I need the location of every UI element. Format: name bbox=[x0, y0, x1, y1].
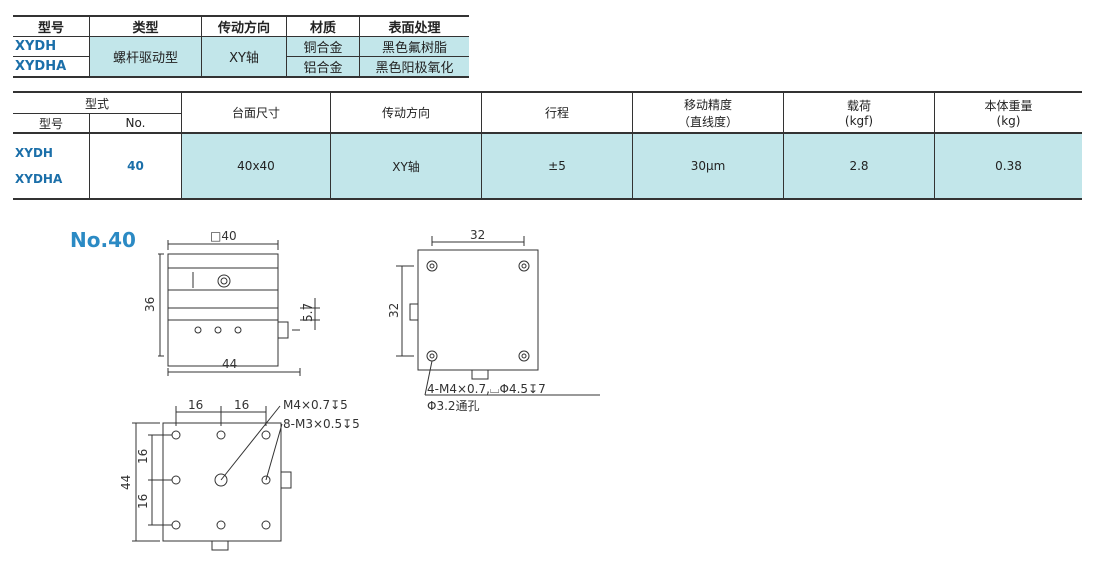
header-load-line1: 载荷 bbox=[846, 99, 871, 113]
side-note-2: Φ3.2通孔 bbox=[427, 399, 480, 413]
plan-note-1: M4×0.7↧5 bbox=[283, 398, 348, 412]
row-no: 40 bbox=[89, 133, 182, 200]
plan-view bbox=[132, 405, 292, 551]
row-size: 40x40 bbox=[181, 133, 331, 200]
subheader-model: 型号 bbox=[13, 113, 90, 134]
side-view bbox=[396, 236, 600, 396]
spec-direction: XY轴 bbox=[201, 36, 287, 78]
row-load: 2.8 bbox=[783, 133, 935, 200]
plan-left-dim-1: 16 bbox=[136, 449, 150, 464]
row-direction: XY轴 bbox=[330, 133, 482, 200]
header-weight-line1: 本体重量 bbox=[984, 99, 1033, 113]
header-size: 台面尺寸 bbox=[181, 91, 331, 134]
spec-type: 螺杆驱动型 bbox=[89, 36, 202, 78]
header-weight-line2: (kg) bbox=[996, 114, 1021, 128]
row-model-1: XYDH bbox=[15, 146, 53, 160]
plan-left-total: 44 bbox=[119, 475, 133, 490]
row-weight: 0.38 bbox=[934, 133, 1082, 200]
spec-finish-2: 黑色阳极氧化 bbox=[359, 56, 469, 78]
plan-note-2: 8-M3×0.5↧5 bbox=[283, 417, 360, 431]
plan-dim-2: 16 bbox=[234, 398, 249, 412]
header-accuracy-line1: 移动精度 bbox=[683, 97, 732, 112]
spec-header-direction: 传动方向 bbox=[201, 15, 287, 37]
row-model-2: XYDHA bbox=[15, 172, 63, 186]
front-view bbox=[158, 240, 320, 376]
header-load: 载荷 (kgf) bbox=[783, 91, 935, 134]
header-load-line2: (kgf) bbox=[844, 114, 874, 128]
header-stroke: 行程 bbox=[481, 91, 633, 134]
spec-model-1: XYDH bbox=[13, 36, 90, 57]
plan-left-dim-2: 16 bbox=[136, 494, 150, 509]
side-dim-left: 32 bbox=[387, 303, 401, 318]
row-models: XYDH XYDHA bbox=[13, 133, 90, 200]
spec-material-2: 铝合金 bbox=[286, 56, 360, 78]
header-direction: 传动方向 bbox=[330, 91, 482, 134]
spec-material-1: 铜合金 bbox=[286, 36, 360, 57]
drawing-title: No.40 bbox=[70, 228, 136, 252]
spec-header-material: 材质 bbox=[286, 15, 360, 37]
row-accuracy: 30μm bbox=[632, 133, 784, 200]
main-table: 型式 台面尺寸 传动方向 行程 移动精度 （直线度） 载荷 (kgf) 本体重量… bbox=[13, 91, 1082, 200]
spec-model-2: XYDHA bbox=[13, 56, 90, 78]
side-dim-top: 32 bbox=[470, 228, 485, 242]
row-stroke: ±5 bbox=[481, 133, 633, 200]
spec-header-type: 类型 bbox=[89, 15, 202, 37]
spec-header-finish: 表面处理 bbox=[359, 15, 469, 37]
front-dim-bottom: 44 bbox=[222, 357, 237, 371]
subheader-no: No. bbox=[89, 113, 182, 134]
header-weight: 本体重量 (kg) bbox=[934, 91, 1082, 134]
header-accuracy-line2: （直线度） bbox=[677, 114, 738, 129]
spec-table: 型号 类型 传动方向 材质 表面处理 XYDH 螺杆驱动型 XY轴 铜合金 黑色… bbox=[13, 15, 469, 78]
front-dim-height: 36 bbox=[143, 297, 157, 312]
plan-dim-1: 16 bbox=[188, 398, 203, 412]
spec-header-model: 型号 bbox=[13, 15, 90, 37]
header-accuracy: 移动精度 （直线度） bbox=[632, 91, 784, 134]
side-note-1: 4-M4×0.7,⌴Φ4.5↧7 bbox=[427, 382, 546, 396]
front-dim-top: □40 bbox=[210, 229, 237, 243]
group-header: 型式 bbox=[13, 91, 182, 114]
front-dim-small: 5.7 bbox=[301, 303, 315, 322]
spec-finish-1: 黑色氟树脂 bbox=[359, 36, 469, 57]
